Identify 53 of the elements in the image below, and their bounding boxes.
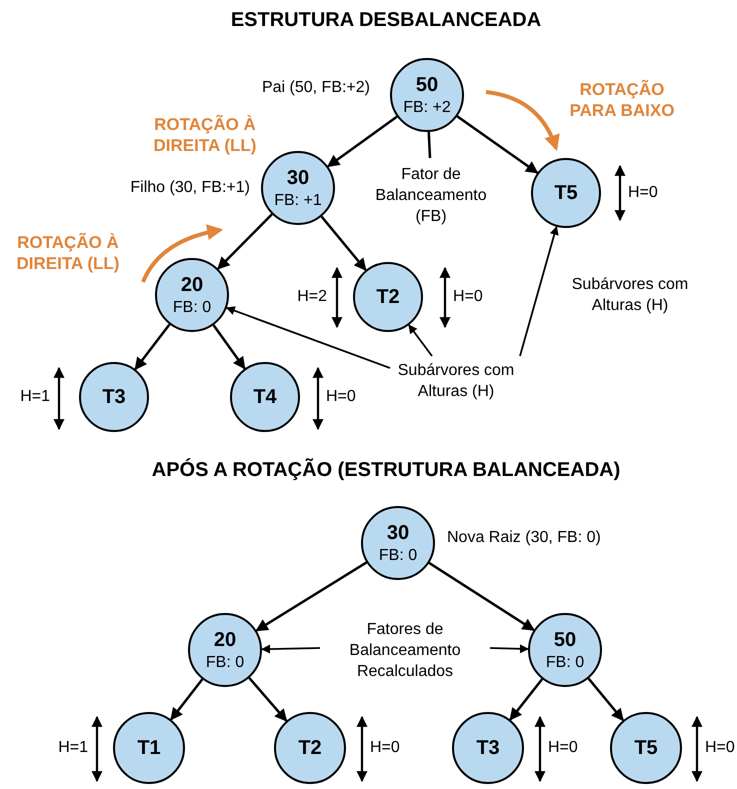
- annotation-text: Subárvores com Alturas (H): [555, 270, 705, 320]
- tree-node: 20 FB: 0: [155, 258, 229, 332]
- tree-node: T5: [531, 158, 601, 228]
- rotation-label: ROTAÇÃO PARA BAIXO: [568, 79, 676, 121]
- node-caption: Pai (50, FB:+2): [262, 78, 370, 98]
- rotation-label: ROTAÇÃO À DIREITA (LL): [16, 232, 120, 274]
- arrow: [134, 324, 171, 370]
- arrow: [509, 678, 544, 721]
- tree-node: T3: [79, 362, 149, 432]
- height-label: H=0: [628, 183, 658, 203]
- height-label: H=0: [326, 387, 356, 407]
- tree-node: T3: [452, 712, 524, 784]
- node-caption: Nova Raiz (30, FB: 0): [447, 528, 601, 548]
- arrow: [327, 116, 398, 168]
- annotation-text: Fator de Balanceamento (FB): [365, 158, 497, 232]
- arrow: [217, 213, 273, 270]
- arrow: [588, 678, 624, 722]
- section-heading: APÓS A ROTAÇÃO (ESTRUTURA BALANCEADA): [152, 457, 620, 483]
- tree-node: T5: [610, 712, 682, 784]
- node-caption: Filho (30, FB:+1): [130, 178, 250, 198]
- height-label: H=0: [705, 738, 735, 758]
- arrow: [261, 644, 320, 654]
- arrow: [248, 677, 288, 722]
- height-label: H=1: [20, 387, 50, 407]
- arrow: [320, 216, 367, 271]
- arrow: [519, 226, 559, 356]
- tree-node: T2: [274, 712, 346, 784]
- title: ESTRUTURA DESBALANCEADA: [230, 8, 542, 33]
- annotation-text: Fatores de Balanceamento Recalculados: [320, 622, 490, 678]
- annotation-text: Subárvores com Alturas (H): [390, 356, 522, 406]
- arrow: [255, 561, 368, 632]
- height-label: H=0: [453, 287, 483, 307]
- tree-node: 20 FB: 0: [188, 613, 262, 687]
- arrow: [170, 678, 204, 721]
- leader-line: [428, 132, 432, 158]
- tree-node: T1: [113, 712, 185, 784]
- height-label: H=1: [58, 738, 88, 758]
- arrow: [490, 644, 529, 654]
- height-label: H=0: [370, 738, 400, 758]
- arrow: [428, 562, 535, 632]
- tree-node: T2: [353, 262, 423, 332]
- arrow: [408, 324, 433, 357]
- tree-node: T4: [230, 362, 300, 432]
- arrow: [226, 306, 390, 369]
- height-label: H=2: [297, 287, 327, 307]
- height-label: H=0: [548, 738, 578, 758]
- arrow: [456, 115, 538, 174]
- rotation-label: ROTAÇÃO À DIREITA (LL): [152, 114, 258, 156]
- tree-node: 50 FB: 0: [528, 613, 602, 687]
- tree-node: 30 FB: +1: [261, 151, 335, 225]
- tree-node: 50 FB: +2: [390, 58, 464, 132]
- arrow: [212, 324, 246, 370]
- tree-node: 30 FB: 0: [361, 506, 435, 580]
